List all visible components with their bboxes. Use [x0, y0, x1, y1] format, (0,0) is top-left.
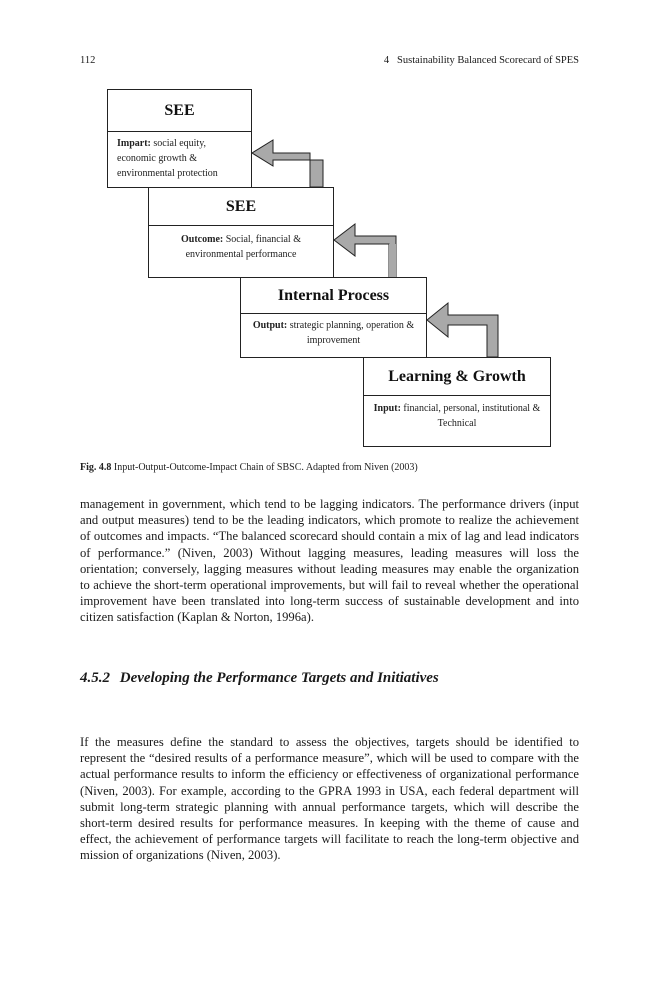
- figure-caption: Fig. 4.8 Input-Output-Outcome-Impact Cha…: [80, 462, 579, 473]
- caption-text: Input-Output-Outcome-Impact Chain of SBS…: [113, 462, 418, 473]
- figure-chain-diagram: SEE Impart: social equity, economic grow…: [0, 0, 659, 460]
- box-learning-growth: Learning & Growth Input: financial, pers…: [363, 357, 551, 447]
- arrow-outcome-to-impact: [251, 139, 318, 188]
- page-number: 112: [80, 55, 96, 66]
- arrow-output-to-outcome: [333, 222, 397, 278]
- arrow-input-to-output: [426, 301, 499, 358]
- box-title: SEE: [149, 188, 333, 226]
- page-header: 112 4 Sustainability Balanced Scorecard …: [80, 55, 579, 69]
- body-paragraph: management in government, which tend to …: [80, 497, 579, 625]
- box-see-impact: SEE Impart: social equity, economic grow…: [107, 89, 252, 188]
- box-see-outcome: SEE Outcome: Social, financial & environ…: [148, 187, 334, 278]
- running-title: 4 Sustainability Balanced Scorecard of S…: [383, 55, 579, 66]
- box-description: Input: financial, personal, institutiona…: [373, 403, 541, 429]
- body-paragraph: If the measures define the standard to a…: [80, 735, 579, 863]
- box-internal-process: Internal Process Output: strategic plann…: [240, 277, 427, 358]
- section-number: 4.5.2: [80, 670, 110, 686]
- box-description: Outcome: Social, financial & environment…: [181, 234, 301, 260]
- caption-label: Fig. 4.8: [80, 462, 112, 473]
- feedback-arrows: [251, 139, 499, 358]
- box-title: Learning & Growth: [364, 358, 550, 396]
- box-title: Internal Process: [241, 278, 426, 314]
- section-title: Developing the Performance Targets and I…: [119, 670, 439, 686]
- box-title: SEE: [108, 90, 251, 132]
- section-heading: 4.5.2 Developing the Performance Targets…: [80, 670, 579, 687]
- box-description: Impart: social equity, economic growth &…: [117, 138, 218, 179]
- box-description: Output: strategic planning, operation & …: [252, 320, 415, 346]
